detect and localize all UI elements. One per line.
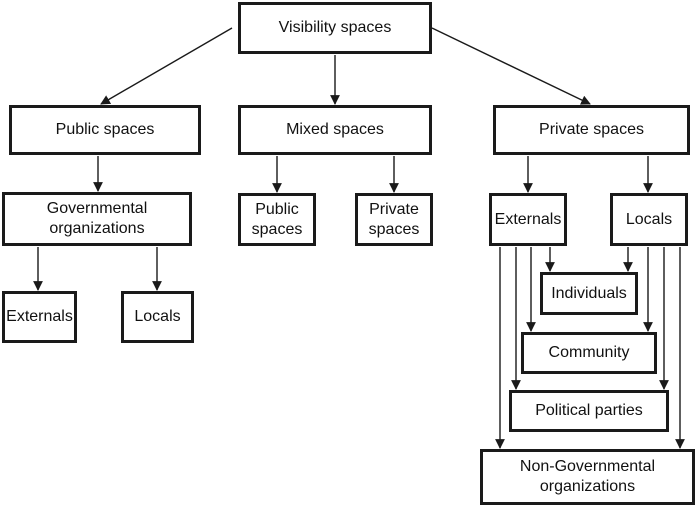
node-private-externals: Externals	[489, 193, 567, 246]
node-political-parties: Political parties	[509, 390, 669, 432]
node-community: Community	[521, 332, 657, 374]
node-public-locals: Locals	[121, 291, 194, 343]
node-individuals: Individuals	[540, 272, 638, 315]
node-mixed-spaces: Mixed spaces	[238, 105, 432, 155]
node-private-spaces: Private spaces	[493, 105, 690, 155]
arrow-root-to-public	[100, 27, 233, 105]
arrow-root-to-private	[431, 27, 591, 105]
node-visibility-spaces: Visibility spaces	[238, 2, 432, 54]
node-private-locals: Locals	[610, 193, 688, 246]
node-public-externals: Externals	[2, 291, 77, 343]
node-mixed-public-spaces: Public spaces	[238, 193, 316, 246]
node-governmental-organizations: Governmental organizations	[2, 192, 192, 246]
node-non-governmental-organizations: Non-Governmental organizations	[480, 449, 695, 505]
node-public-spaces: Public spaces	[9, 105, 201, 155]
node-mixed-private-spaces: Private spaces	[355, 193, 433, 246]
